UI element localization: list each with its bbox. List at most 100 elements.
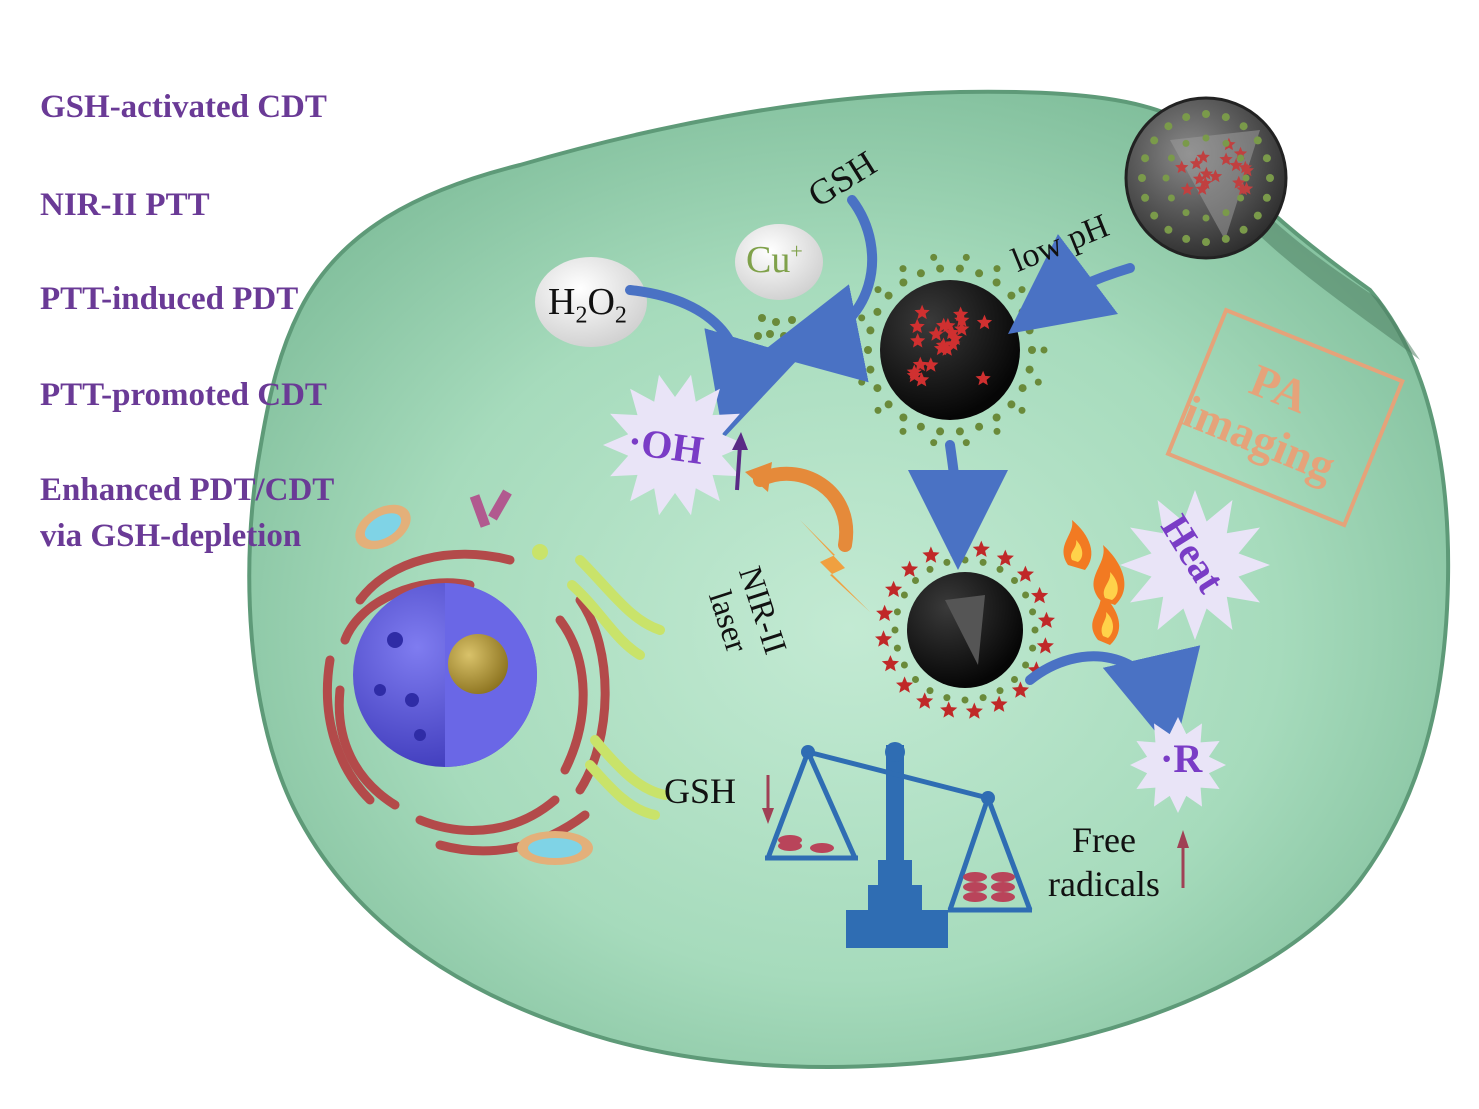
h2o2-sub1: 2 [575, 302, 588, 329]
surface-dot-icon [1022, 661, 1030, 669]
drug-star-icon [1238, 160, 1252, 174]
surface-dot-icon [1239, 122, 1248, 131]
surface-dot-icon [1202, 214, 1210, 222]
feature-via-gsh-depletion: via GSH-depletion [40, 518, 302, 554]
drug-star-icon [976, 314, 993, 330]
released-star-icon [916, 692, 934, 709]
released-star-icon [1016, 565, 1034, 582]
drug-star-icon [1196, 150, 1210, 163]
drug-star-icon [944, 324, 960, 340]
h2o2-h: H [548, 281, 576, 323]
mitochondria-icon [355, 504, 593, 865]
surface-dot-icon [916, 422, 925, 431]
heat-starburst [1120, 490, 1270, 640]
feature-ptt-promoted-cdt: PTT-promoted CDT [40, 377, 327, 413]
cu-label: Cu+ [746, 238, 803, 282]
r-starburst [1130, 717, 1226, 813]
golgi-icon [567, 555, 670, 820]
surface-dot-icon [975, 269, 984, 278]
surface-dot-icon [1007, 291, 1016, 300]
drug-star-icon [1240, 163, 1254, 177]
h2o2-o: O [587, 281, 615, 323]
drug-star-icon [933, 340, 950, 356]
gsh-decrease-arrow [762, 775, 774, 824]
surface-dot-icon [1164, 122, 1173, 131]
released-star-icon [1011, 681, 1029, 698]
released-star-icon [896, 676, 914, 693]
surface-dot-icon [1167, 194, 1175, 202]
surface-dot-icon [866, 365, 875, 374]
drug-star-icon [914, 372, 930, 387]
surface-dot-icon [1182, 113, 1191, 122]
h2o2-label: H2O2 [548, 280, 627, 330]
released-star-icon [1036, 637, 1054, 654]
pa-imaging-box [1165, 307, 1405, 528]
surface-dot-icon [1164, 225, 1173, 234]
lightning-icon [800, 520, 870, 612]
surface-dot-icon [1141, 154, 1150, 163]
oh-increase-arrow [732, 432, 748, 491]
surface-dot-icon [955, 427, 964, 436]
feature-nir-ii-ptt: NIR-II PTT [40, 187, 210, 223]
surface-dot-icon [1141, 193, 1150, 202]
drug-star-icon [1233, 146, 1248, 160]
surface-dot-icon [858, 314, 866, 322]
vesicle-icon [469, 489, 548, 560]
surface-dot-icon [992, 413, 1001, 422]
drug-star-icon [1189, 156, 1204, 170]
surface-dot-icon [893, 644, 901, 652]
surface-dot-icon [1239, 225, 1248, 234]
drug-star-icon [1236, 182, 1250, 196]
surface-dot-icon [961, 696, 969, 704]
released-star-icon [1037, 611, 1055, 628]
surface-dot-icon [926, 687, 934, 695]
surface-dot-icon [962, 253, 970, 261]
surface-dot-icon [930, 439, 938, 447]
surface-dot-icon [996, 687, 1004, 695]
surface-dot-icon [979, 558, 987, 566]
surface-dot-icon [993, 427, 1001, 435]
drug-star-icon [1232, 175, 1246, 189]
surface-dot-icon [1007, 400, 1016, 409]
drug-star-icon [910, 333, 926, 348]
oh-starburst [603, 374, 747, 516]
surface-dot-icon [912, 676, 919, 683]
released-star-icon [965, 702, 983, 719]
cu-bubble [735, 224, 823, 300]
nucleus-icon [353, 583, 537, 767]
surface-dot-icon [900, 591, 908, 599]
surface-dot-icon [899, 278, 908, 287]
surface-dot-icon [962, 439, 970, 447]
released-star-icon [990, 695, 1008, 712]
h2o2-sub2: 2 [614, 302, 627, 329]
surface-dot-icon [1202, 110, 1210, 118]
surface-dot-icon [1018, 307, 1027, 316]
released-star-icon [940, 701, 958, 718]
surface-dot-icon [1029, 608, 1037, 616]
surface-dot-icon [899, 427, 907, 435]
surface-dot-icon [1018, 286, 1026, 294]
surface-dot-icon [1221, 113, 1230, 122]
surface-dot-icon [943, 558, 951, 566]
surface-dot-icon [899, 265, 907, 273]
drug-star-icon [1192, 172, 1207, 185]
drug-star-icon [945, 336, 961, 351]
surface-dot-icon [1031, 626, 1039, 634]
surface-dot-icon [961, 556, 969, 564]
surface-dot-icon [1202, 134, 1210, 142]
surface-dot-icon [1242, 174, 1250, 182]
surface-dot-icon [1025, 326, 1034, 335]
r-radical-label: ·R [1160, 736, 1203, 781]
drug-star-icon [975, 370, 991, 386]
surface-dot-icon [1237, 194, 1245, 202]
surface-dot-icon [1222, 209, 1230, 217]
surface-dot-icon [1202, 238, 1210, 246]
surface-dot-icon [936, 264, 945, 273]
released-star-icon [881, 655, 899, 672]
surface-dot-icon [926, 565, 934, 573]
radicals-increase-arrow [1177, 830, 1189, 888]
surface-dot-icon [1182, 209, 1190, 217]
endoplasmic-reticulum-icon [322, 549, 610, 856]
